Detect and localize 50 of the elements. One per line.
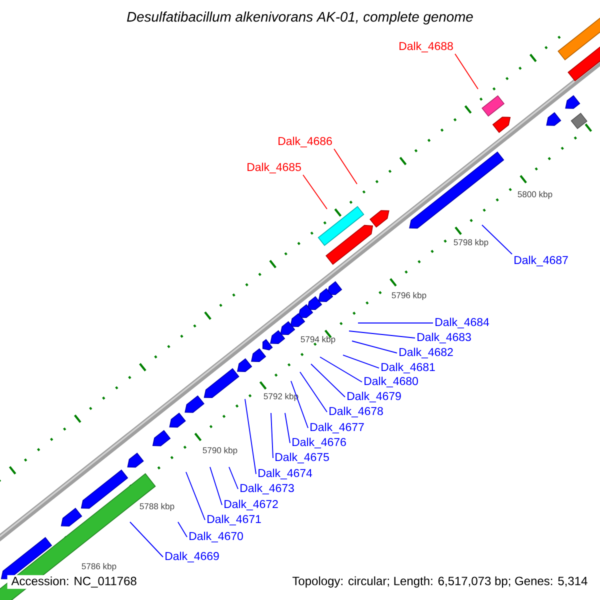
scale-label: 5800 kbp [518, 191, 552, 199]
leader-line [352, 340, 398, 354]
scale-label: 5794 kbp [300, 336, 336, 344]
accession-text: Accession: NC_011768 [7, 575, 141, 589]
leader-line [228, 466, 238, 490]
gene-label: Dalk_4685 [248, 162, 301, 174]
leader-line [358, 322, 434, 324]
gene-label: Dalk_4687 [514, 256, 568, 266]
scale-label: 5788 kbp [140, 503, 174, 511]
leader-line [302, 174, 328, 210]
leader-line [284, 412, 290, 444]
leader-line [310, 364, 346, 398]
leader-line [130, 522, 164, 558]
gene-label: Dalk_4676 [292, 438, 346, 448]
leader-line [454, 53, 478, 90]
gene-label: Dalk_4677 [310, 422, 364, 434]
gene-label: Dalk_4684 [436, 318, 490, 328]
leader-line [482, 224, 512, 255]
gene-label: Dalk_4686 [278, 136, 332, 148]
leader-line [244, 398, 256, 474]
gene-label: Dalk_4672 [224, 500, 278, 510]
leader-line [320, 356, 362, 382]
gene-label: Dalk_4683 [418, 332, 471, 344]
leader-line [186, 472, 206, 520]
gene-label: Dalk_4688 [400, 42, 453, 52]
leader-line [210, 466, 222, 506]
leader-line [300, 372, 328, 412]
gene-label: Dalk_4670 [190, 532, 243, 542]
gene-label: Dalk_4681 [382, 362, 435, 374]
gene-label: Dalk_4682 [400, 348, 453, 358]
gene-label: Dalk_4678 [330, 406, 383, 418]
scale-label: 5798 kbp [454, 239, 488, 247]
gene-label: Dalk_4671 [208, 514, 261, 526]
gene-label: Dalk_4680 [364, 376, 418, 388]
leader-line [290, 380, 308, 428]
leader-line [178, 522, 188, 538]
leader-line [342, 354, 380, 368]
title: Desulfatibacillum alkenivorans AK-01, complete genome [127, 12, 473, 24]
leader-line [270, 412, 274, 458]
gene-label: Dalk_4674 [258, 468, 312, 480]
leader-line [348, 330, 416, 338]
gene-label: Dalk_4673 [240, 484, 294, 494]
gene-label: Dalk_4669 [166, 552, 219, 562]
gene-label: Dalk_4675 [276, 452, 329, 464]
scale-label: 5790 kbp [202, 447, 238, 455]
scale-label: 5796 kbp [392, 292, 426, 300]
scale-label: 5786 kbp [82, 563, 116, 571]
leader-line [334, 148, 358, 184]
genome-info-text: Topology: circular; Length: 6,517,073 bp; Genes: 5,314 [288, 575, 592, 589]
gene-label: Dalk_4679 [348, 392, 401, 402]
